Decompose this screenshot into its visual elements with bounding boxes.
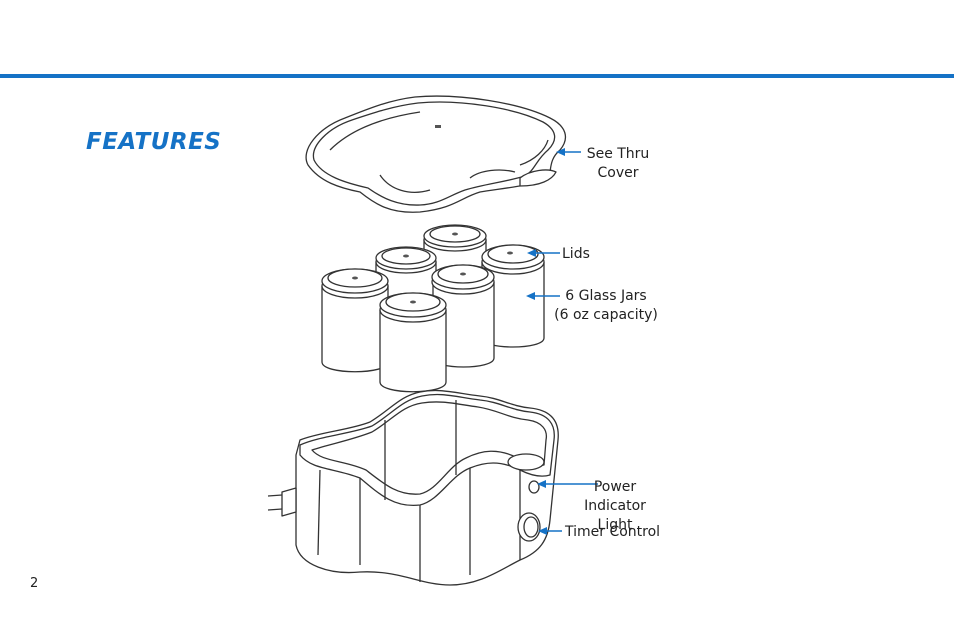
callout-lids: Lids xyxy=(562,245,590,264)
see-thru-cover-illustration xyxy=(305,95,567,213)
callout-glass-jars: 6 Glass Jars (6 oz capacity) xyxy=(550,287,662,325)
callout-line: (6 oz capacity) xyxy=(554,307,658,323)
callout-line: See Thru xyxy=(586,146,650,162)
callout-timer-control: Timer Control xyxy=(565,523,660,542)
callout-line: Timer Control xyxy=(565,524,661,540)
callout-power-indicator-light: Power Indicator Light xyxy=(565,478,665,535)
callout-line: 6 Glass Jars xyxy=(565,288,647,304)
page-number: 2 xyxy=(30,576,39,591)
callout-line: Power xyxy=(593,479,637,495)
callout-line: Indicator Light xyxy=(584,498,646,533)
callout-line: Lids xyxy=(562,246,590,262)
glass-jars-illustration xyxy=(321,224,545,393)
callout-see-thru-cover: See Thru Cover xyxy=(580,145,656,183)
callout-line: Cover xyxy=(597,165,639,181)
page-title: FEATURES xyxy=(86,129,222,155)
header-rule xyxy=(0,74,954,78)
base-unit-illustration xyxy=(267,389,559,586)
